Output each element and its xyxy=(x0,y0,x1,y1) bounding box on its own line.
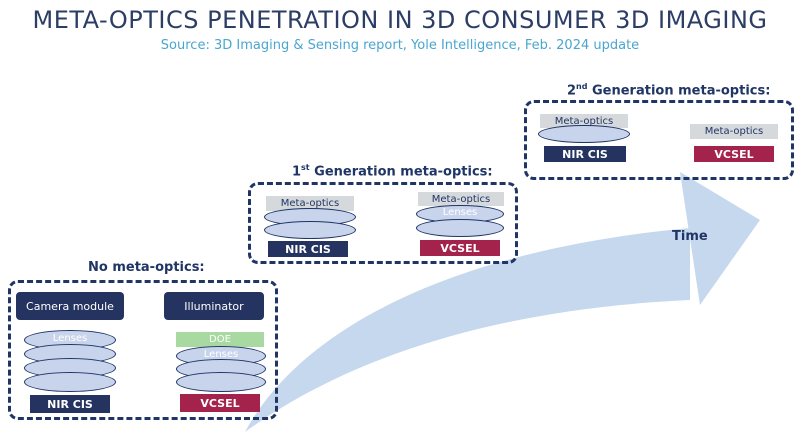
gen1-camera-lens xyxy=(264,221,356,239)
stage-gen2-box xyxy=(524,100,794,180)
stage-none-title: No meta-optics: xyxy=(88,260,205,275)
nir-cis-chip: NIR CIS xyxy=(30,395,110,413)
stage-gen2-title: 2nd Generation meta-optics: xyxy=(567,82,771,99)
meta-optics-element: Meta-optics xyxy=(418,192,504,206)
camera-module-label: Camera module xyxy=(16,292,124,320)
meta-optics-element: Meta-optics xyxy=(266,196,354,211)
illuminator-lenses-label: Lenses xyxy=(203,349,239,360)
time-arrow-head xyxy=(680,172,760,305)
nir-cis-chip: NIR CIS xyxy=(268,241,348,257)
meta-optics-element: Meta-optics xyxy=(540,114,628,128)
camera-lens xyxy=(24,372,116,392)
nir-cis-chip: NIR CIS xyxy=(544,146,626,162)
illuminator-lens xyxy=(176,372,266,392)
time-arrow-shape xyxy=(245,228,690,432)
vcsel-chip: VCSEL xyxy=(694,146,774,162)
doe-element: DOE xyxy=(176,332,264,347)
gen2-camera-lens xyxy=(538,125,630,143)
stage-none-box xyxy=(8,280,278,420)
time-label: Time xyxy=(672,229,708,244)
vcsel-chip: VCSEL xyxy=(420,240,500,256)
gen1-lenses-label: Lenses xyxy=(442,207,478,218)
page-title: META-OPTICS PENETRATION IN 3D CONSUMER 3… xyxy=(32,6,768,34)
illuminator-label: Illuminator xyxy=(164,292,264,320)
stage-gen1-title: 1st Generation meta-optics: xyxy=(292,163,493,180)
stage-gen1-box xyxy=(248,182,518,264)
meta-optics-element: Meta-optics xyxy=(690,124,778,139)
gen1-illuminator-lens xyxy=(416,219,504,237)
vcsel-chip: VCSEL xyxy=(180,394,260,412)
source-subtitle: Source: 3D Imaging & Sensing report, Yol… xyxy=(160,38,640,53)
camera-lenses-label: Lenses xyxy=(52,333,88,344)
